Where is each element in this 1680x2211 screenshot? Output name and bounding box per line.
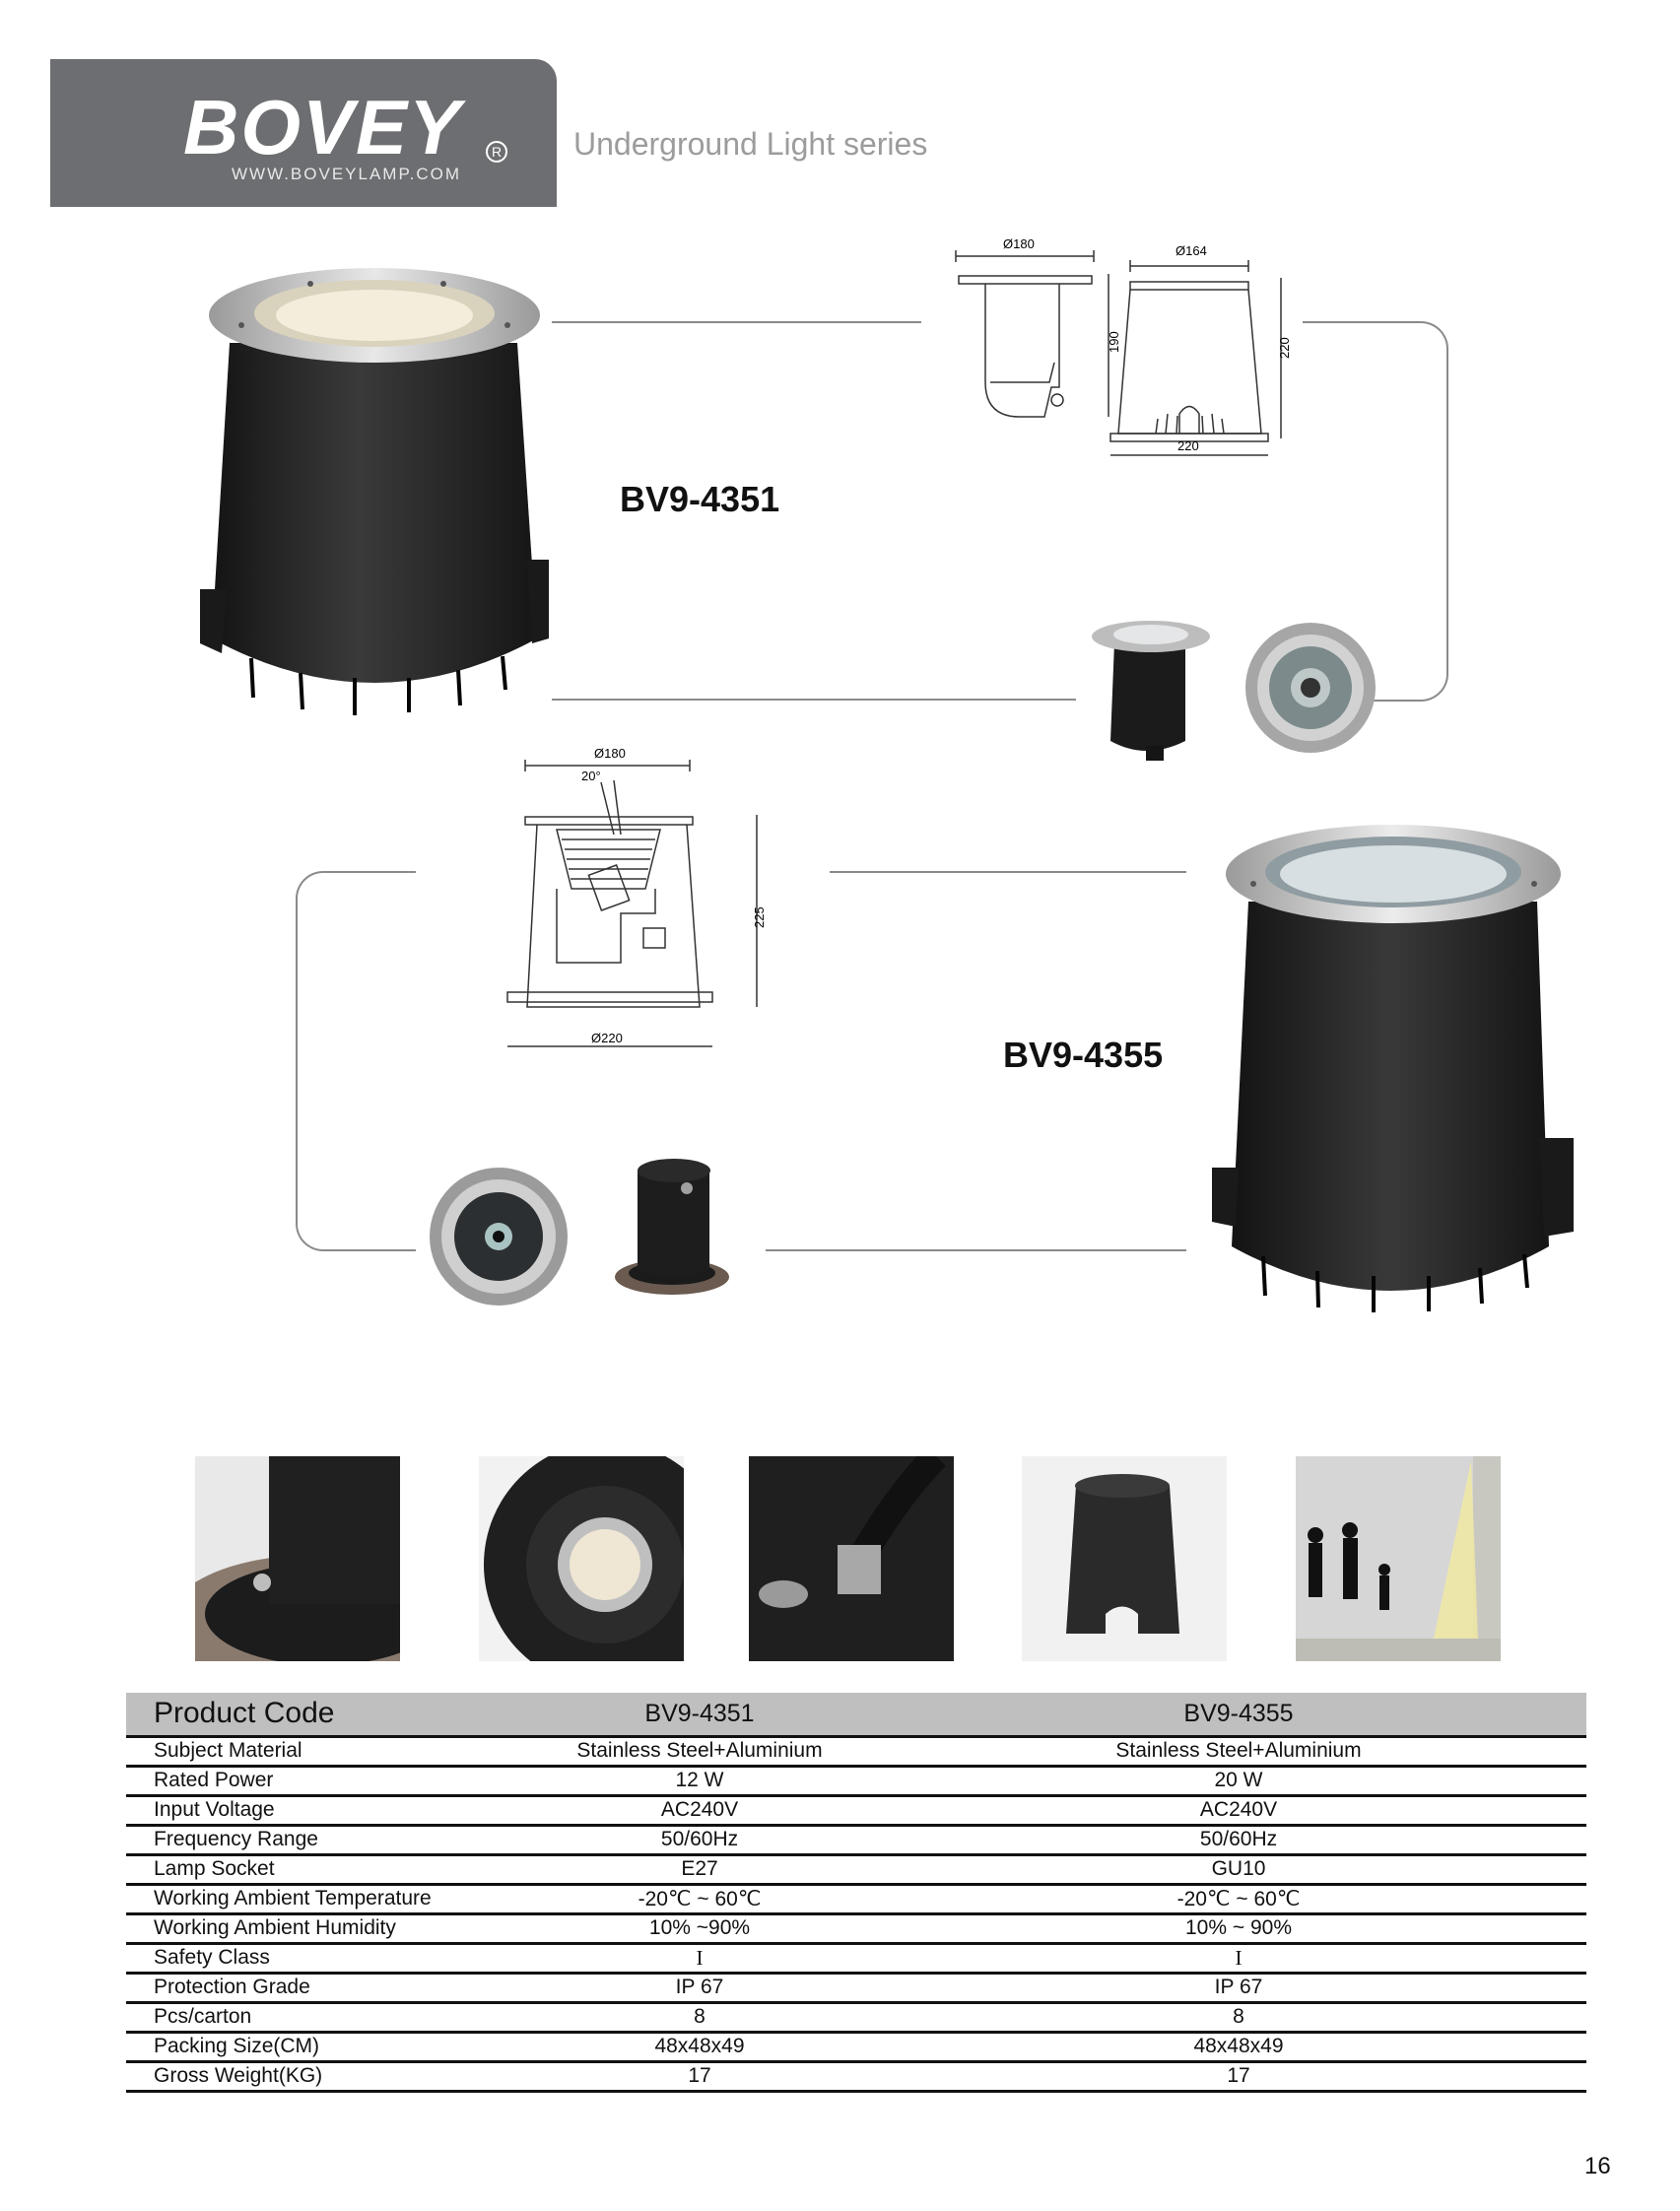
row-value: AC240V: [891, 1795, 1586, 1827]
detail-photo-base-flange: [195, 1456, 400, 1661]
application-scene-illustration: [1296, 1456, 1501, 1661]
row-value: I: [891, 1943, 1586, 1975]
row-value: E27: [508, 1854, 891, 1886]
connector-line: [552, 699, 1076, 701]
table-row: Pcs/carton 8 8: [126, 2002, 1586, 2034]
table-row: Input Voltage AC240V AC240V: [126, 1795, 1586, 1827]
connector-line: [766, 1249, 1186, 1251]
row-value: 17: [891, 2061, 1586, 2093]
product-photo-bv9-4351: [200, 268, 549, 715]
connector-line: [830, 871, 1186, 873]
row-label: Lamp Socket: [126, 1854, 508, 1886]
table-row: Lamp Socket E27 GU10: [126, 1854, 1586, 1886]
row-value: 12 W: [508, 1766, 891, 1797]
dim-height: 225: [752, 906, 767, 928]
row-label: Safety Class: [126, 1943, 508, 1975]
page-number: 16: [1584, 2153, 1611, 2179]
model-label-bv9-4355: BV9-4355: [1003, 1035, 1164, 1075]
dim-height-b: 220: [1277, 337, 1291, 359]
table-row: Subject Material Stainless Steel+Alumini…: [126, 1736, 1586, 1768]
detail-photo-reflector: [479, 1456, 684, 1661]
header-band: [50, 59, 557, 207]
dim-height-a: 190: [1107, 331, 1118, 353]
spec-table: Product Code BV9-4351 BV9-4355 Subject M…: [126, 1693, 1586, 2093]
row-value: 50/60Hz: [891, 1825, 1586, 1856]
row-value: I: [508, 1943, 891, 1975]
row-label: Subject Material: [126, 1736, 508, 1768]
row-value: IP 67: [508, 1973, 891, 2004]
series-title: Underground Light series: [573, 126, 928, 162]
header-product-code: Product Code: [126, 1693, 508, 1738]
table-row: Packing Size(CM) 48x48x49 48x48x49: [126, 2032, 1586, 2063]
row-value: GU10: [891, 1854, 1586, 1886]
row-value: -20℃ ~ 60℃: [508, 1884, 891, 1915]
table-row: Frequency Range 50/60Hz 50/60Hz: [126, 1825, 1586, 1856]
row-label: Protection Grade: [126, 1973, 508, 2004]
row-label: Packing Size(CM): [126, 2032, 508, 2063]
row-label: Gross Weight(KG): [126, 2061, 508, 2093]
product-photo-bv9-4355: [1212, 825, 1574, 1312]
header-bv9-4355: BV9-4355: [891, 1693, 1586, 1738]
dim-top-diameter: Ø180: [1003, 236, 1035, 251]
registered-mark: R: [486, 141, 507, 163]
product-thumb-bv9-4355-angle: [615, 1159, 729, 1295]
table-row: Rated Power 12 W 20 W: [126, 1766, 1586, 1797]
row-label: Input Voltage: [126, 1795, 508, 1827]
row-value: -20℃ ~ 60℃: [891, 1884, 1586, 1915]
connector-bracket: [296, 871, 416, 1251]
row-label: Pcs/carton: [126, 2002, 508, 2034]
table-row: Safety Class I I: [126, 1943, 1586, 1975]
table-row: Working Ambient Temperature -20℃ ~ 60℃ -…: [126, 1884, 1586, 1915]
row-label: Working Ambient Humidity: [126, 1913, 508, 1945]
dim-tilt-angle: 20°: [581, 769, 601, 783]
row-value: Stainless Steel+Aluminium: [891, 1736, 1586, 1768]
row-label: Working Ambient Temperature: [126, 1884, 508, 1915]
row-value: 10% ~90%: [508, 1913, 891, 1945]
model-label-bv9-4351: BV9-4351: [620, 479, 780, 519]
row-value: 50/60Hz: [508, 1825, 891, 1856]
drawing-bv9-4355: Ø180 20° Ø220 225: [506, 746, 767, 1047]
table-row: Protection Grade IP 67 IP 67: [126, 1973, 1586, 2004]
drawing-bv9-4351-side: Ø180 190: [955, 236, 1118, 418]
connector-line: [552, 321, 921, 323]
row-label: Rated Power: [126, 1766, 508, 1797]
product-thumb-bv9-4351-angle: [1092, 621, 1210, 761]
table-header-row: Product Code BV9-4351 BV9-4355: [126, 1693, 1586, 1738]
dim-top-diameter: Ø180: [594, 746, 626, 761]
drawing-bv9-4351-front: Ø164 220 220: [1109, 243, 1291, 456]
row-value: 20 W: [891, 1766, 1586, 1797]
row-value: 8: [508, 2002, 891, 2034]
row-value: IP 67: [891, 1973, 1586, 2004]
dim-base-diameter: Ø220: [591, 1031, 623, 1045]
dim-base-width: 220: [1177, 438, 1199, 453]
detail-photo-housing: [1022, 1456, 1227, 1661]
product-thumb-bv9-4351-top: [1245, 623, 1376, 753]
table-row: Working Ambient Humidity 10% ~90% 10% ~ …: [126, 1913, 1586, 1945]
header-bv9-4351: BV9-4351: [508, 1693, 891, 1738]
product-thumb-bv9-4355-top: [430, 1168, 568, 1306]
row-value: 17: [508, 2061, 891, 2093]
row-value: Stainless Steel+Aluminium: [508, 1736, 891, 1768]
row-value: 8: [891, 2002, 1586, 2034]
brand-website: WWW.BOVEYLAMP.COM: [232, 165, 461, 183]
table-row: Gross Weight(KG) 17 17: [126, 2061, 1586, 2093]
row-value: 48x48x49: [891, 2032, 1586, 2063]
row-value: AC240V: [508, 1795, 891, 1827]
connector-bracket: [1303, 321, 1448, 702]
row-value: 10% ~ 90%: [891, 1913, 1586, 1945]
brand-logo: BOVEY: [183, 84, 463, 170]
row-value: 48x48x49: [508, 2032, 891, 2063]
row-label: Frequency Range: [126, 1825, 508, 1856]
dim-body-diameter: Ø164: [1176, 243, 1207, 258]
detail-photo-cable-gland: [749, 1456, 954, 1661]
